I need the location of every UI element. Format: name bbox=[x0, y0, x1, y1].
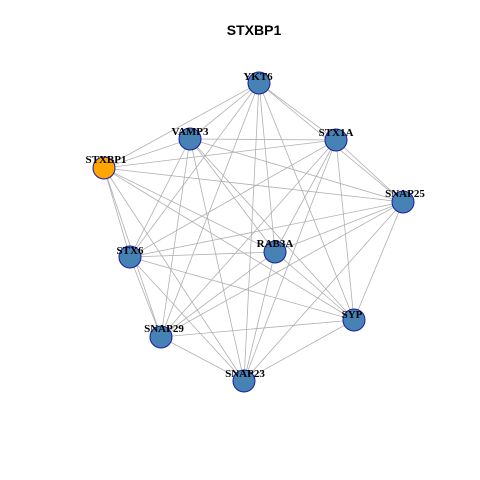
edge-vamp3-snap25 bbox=[189, 138, 404, 203]
edge-ykt6-stx1a bbox=[258, 82, 337, 141]
node-snap23 bbox=[232, 369, 256, 393]
node-label-syp: SYP bbox=[342, 309, 363, 321]
edge-layer bbox=[103, 82, 404, 382]
edge-stx1a-syp bbox=[335, 139, 355, 321]
node-ykt6 bbox=[247, 71, 271, 95]
edge-ykt6-syp bbox=[258, 82, 355, 321]
edge-snap25-syp bbox=[353, 201, 404, 321]
node-label-snap29: SNAP29 bbox=[144, 323, 184, 335]
edge-stx1a-snap29 bbox=[160, 139, 337, 338]
edge-stxbp1-stx6 bbox=[103, 167, 131, 258]
edge-rab3a-syp bbox=[274, 251, 355, 321]
edge-snap29-snap23 bbox=[160, 336, 245, 382]
edge-ykt6-stx6 bbox=[129, 82, 260, 258]
edge-stxbp1-snap23 bbox=[103, 167, 245, 382]
edge-snap25-snap29 bbox=[160, 201, 404, 338]
node-stx1a bbox=[324, 128, 348, 152]
node-syp bbox=[342, 308, 366, 332]
node-stx6 bbox=[118, 245, 142, 269]
node-rab3a bbox=[263, 240, 287, 264]
node-label-stx1a: STX1A bbox=[319, 127, 354, 139]
node-vamp3 bbox=[178, 127, 202, 151]
edge-vamp3-stx1a bbox=[189, 138, 337, 141]
edge-syp-snap29 bbox=[160, 319, 355, 338]
edge-syp-snap23 bbox=[243, 319, 355, 382]
edge-ykt6-rab3a bbox=[258, 82, 276, 253]
edge-stxbp1-rab3a bbox=[103, 167, 276, 253]
edge-vamp3-snap23 bbox=[189, 138, 245, 382]
edge-vamp3-syp bbox=[189, 138, 355, 321]
edge-stx6-snap23 bbox=[129, 256, 245, 382]
edge-ykt6-stxbp1 bbox=[103, 82, 260, 169]
edge-vamp3-rab3a bbox=[189, 138, 276, 253]
graph-title: STXBP1 bbox=[227, 22, 282, 38]
edge-stx6-rab3a bbox=[129, 251, 276, 258]
edge-snap25-snap23 bbox=[243, 201, 404, 382]
node-stxbp1 bbox=[92, 156, 116, 180]
edge-stxbp1-syp bbox=[103, 167, 355, 321]
edge-ykt6-snap23 bbox=[243, 82, 260, 382]
edge-stx1a-snap25 bbox=[335, 139, 404, 203]
edge-stx1a-rab3a bbox=[274, 139, 337, 253]
edge-snap25-stx6 bbox=[129, 201, 404, 258]
edge-rab3a-snap29 bbox=[160, 251, 276, 338]
node-snap25 bbox=[391, 190, 415, 214]
node-layer bbox=[92, 71, 415, 393]
node-label-ykt6: YKT6 bbox=[243, 71, 273, 83]
node-label-snap25: SNAP25 bbox=[385, 188, 425, 200]
node-label-stx6: STX6 bbox=[117, 245, 144, 257]
edge-vamp3-stxbp1 bbox=[103, 138, 191, 169]
edge-stxbp1-snap25 bbox=[103, 167, 404, 203]
node-snap29 bbox=[149, 325, 173, 349]
edge-stx6-syp bbox=[129, 256, 355, 321]
edge-ykt6-snap29 bbox=[160, 82, 260, 338]
node-label-stxbp1: STXBP1 bbox=[86, 154, 127, 166]
edge-stx1a-stx6 bbox=[129, 139, 337, 258]
node-label-rab3a: RAB3A bbox=[257, 238, 294, 250]
node-label-snap23: SNAP23 bbox=[225, 368, 265, 380]
edge-rab3a-snap23 bbox=[243, 251, 276, 382]
edge-vamp3-snap29 bbox=[160, 138, 191, 338]
edge-ykt6-vamp3 bbox=[189, 82, 260, 140]
edge-stx1a-stxbp1 bbox=[103, 139, 337, 169]
node-label-vamp3: VAMP3 bbox=[171, 126, 209, 138]
edge-stx6-snap29 bbox=[129, 256, 162, 338]
edge-snap25-rab3a bbox=[274, 201, 404, 253]
edge-stx1a-snap23 bbox=[243, 139, 337, 382]
